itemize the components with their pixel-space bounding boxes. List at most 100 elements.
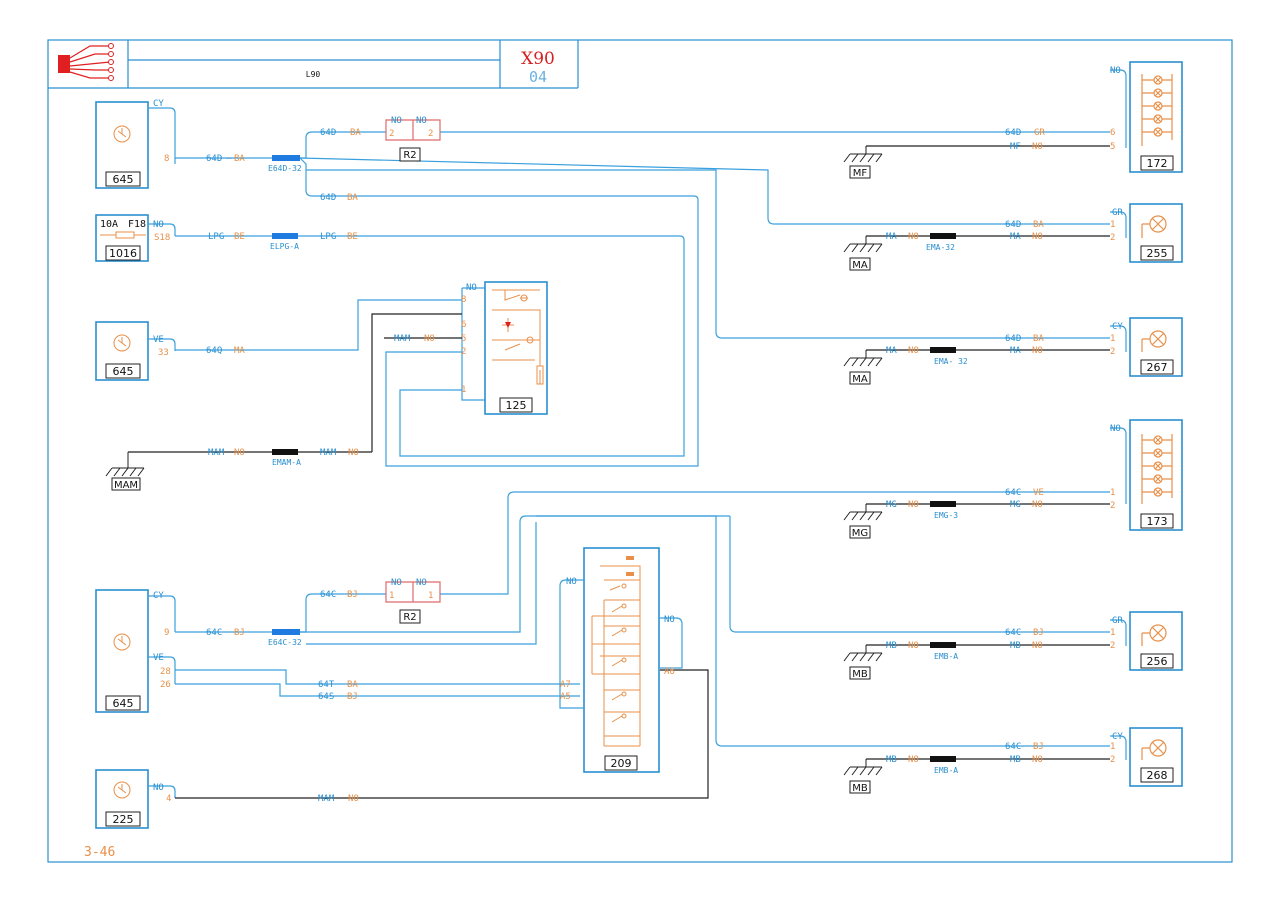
svg-text:6: 6 [461, 320, 466, 330]
svg-text:NO: NO [153, 220, 164, 230]
ground-ma-1: MA NO EMA-32 MA NO MA [843, 232, 1110, 271]
svg-text:NO: NO [348, 448, 359, 458]
svg-text:64D: 64D [1005, 220, 1021, 230]
svg-text:NO: NO [1032, 500, 1043, 510]
svg-text:EMB-A: EMB-A [934, 766, 958, 775]
svg-text:R2: R2 [403, 150, 416, 161]
ground-ma-2: MA NO EMA- 32 MA NO MA [843, 346, 1110, 385]
svg-text:NO: NO [466, 283, 477, 293]
svg-text:MAM: MAM [320, 448, 337, 458]
svg-text:NO: NO [908, 755, 919, 765]
connector-elpg-a [272, 233, 298, 239]
svg-text:VE: VE [153, 335, 164, 345]
svg-text:MG: MG [886, 500, 897, 510]
svg-text:64Q: 64Q [206, 346, 222, 356]
svg-text:CY: CY [153, 591, 164, 601]
svg-text:225: 225 [113, 813, 134, 826]
svg-text:64D: 64D [320, 193, 336, 203]
svg-text:S18: S18 [154, 233, 170, 243]
diagram-code: X90 [521, 49, 555, 69]
svg-text:A5: A5 [560, 692, 571, 702]
svg-text:BA: BA [350, 128, 361, 138]
svg-text:MAM: MAM [318, 794, 335, 804]
connector-e64d-32 [272, 155, 300, 161]
svg-text:1: 1 [461, 385, 466, 395]
svg-text:BJ: BJ [1033, 742, 1044, 752]
svg-text:209: 209 [611, 757, 632, 770]
svg-text:8: 8 [461, 295, 466, 305]
svg-text:1: 1 [1110, 628, 1115, 638]
svg-text:26: 26 [160, 680, 171, 690]
svg-text:MAM: MAM [114, 480, 138, 491]
svg-text:LPG: LPG [320, 232, 336, 242]
svg-text:NO: NO [1110, 424, 1121, 434]
svg-text:64C: 64C [1005, 488, 1021, 498]
svg-text:64S: 64S [318, 692, 334, 702]
svg-text:2: 2 [1110, 347, 1115, 357]
svg-text:28: 28 [160, 667, 171, 677]
switch-icon [113, 633, 131, 651]
svg-text:NO: NO [908, 500, 919, 510]
svg-text:NO: NO [1032, 232, 1043, 242]
svg-text:MG: MG [852, 528, 868, 539]
component-645-middle: 645 VE 33 [95, 321, 176, 381]
svg-text:2: 2 [428, 129, 433, 139]
svg-text:CY: CY [153, 99, 164, 109]
svg-text:A7: A7 [560, 680, 571, 690]
svg-text:BA: BA [347, 193, 358, 203]
svg-text:5: 5 [1110, 142, 1115, 152]
svg-text:GR: GR [1112, 208, 1123, 218]
connector-emb-a-2 [930, 756, 956, 762]
svg-text:33: 33 [158, 348, 169, 358]
svg-text:BJ: BJ [1033, 628, 1044, 638]
svg-text:BJ: BJ [347, 590, 358, 600]
relay-r2-top: NO NO 2 2 R2 [385, 116, 441, 162]
svg-text:256: 256 [1147, 655, 1168, 668]
svg-text:BA: BA [1033, 220, 1044, 230]
svg-text:E64D-32: E64D-32 [268, 164, 302, 173]
svg-text:NO: NO [153, 783, 164, 793]
svg-text:BE: BE [347, 232, 358, 242]
svg-text:5: 5 [461, 334, 466, 344]
svg-text:NO: NO [234, 448, 245, 458]
svg-text:MB: MB [852, 669, 868, 680]
svg-text:268: 268 [1147, 769, 1168, 782]
svg-text:1: 1 [1110, 334, 1115, 344]
svg-text:2: 2 [1110, 501, 1115, 511]
component-225: 225 NO 4 [95, 769, 176, 829]
component-1016-fuse: 10A F18 1016 NO S18 [95, 214, 176, 262]
svg-text:R2: R2 [403, 612, 416, 623]
svg-text:MAM: MAM [208, 448, 225, 458]
svg-text:NO: NO [391, 578, 402, 588]
svg-text:MB: MB [1010, 641, 1021, 651]
svg-text:GR: GR [1112, 616, 1123, 626]
svg-text:64C: 64C [1005, 742, 1021, 752]
component-255: GR 1 2 255 [1110, 203, 1183, 263]
connector-ema-32-1 [930, 233, 956, 239]
svg-text:MF: MF [1010, 142, 1021, 152]
svg-text:64D: 64D [1005, 128, 1021, 138]
svg-text:MA: MA [852, 260, 868, 271]
svg-text:1016: 1016 [109, 247, 137, 260]
svg-text:125: 125 [506, 399, 527, 412]
svg-text:MA: MA [234, 346, 245, 356]
svg-text:NO: NO [908, 641, 919, 651]
svg-text:6: 6 [1110, 128, 1115, 138]
svg-text:EMA- 32: EMA- 32 [934, 357, 968, 366]
svg-text:4: 4 [166, 794, 171, 804]
svg-text:645: 645 [113, 173, 134, 186]
svg-text:MA: MA [1010, 232, 1021, 242]
svg-text:MF: MF [853, 168, 868, 179]
component-267: CY 1 2 267 [1110, 317, 1183, 377]
component-645-bottom: 645 CY 9 VE 28 26 [95, 589, 176, 713]
svg-text:VE: VE [1033, 488, 1044, 498]
svg-text:2: 2 [1110, 233, 1115, 243]
svg-text:LPG: LPG [208, 232, 224, 242]
ground-mg: MG NO EMG-3 MG NO MG [843, 500, 1110, 539]
svg-text:NO: NO [1032, 755, 1043, 765]
svg-text:64T: 64T [318, 680, 335, 690]
svg-text:EMAM-A: EMAM-A [272, 458, 301, 467]
svg-text:1: 1 [1110, 220, 1115, 230]
connector-e64c-32 [272, 629, 300, 635]
